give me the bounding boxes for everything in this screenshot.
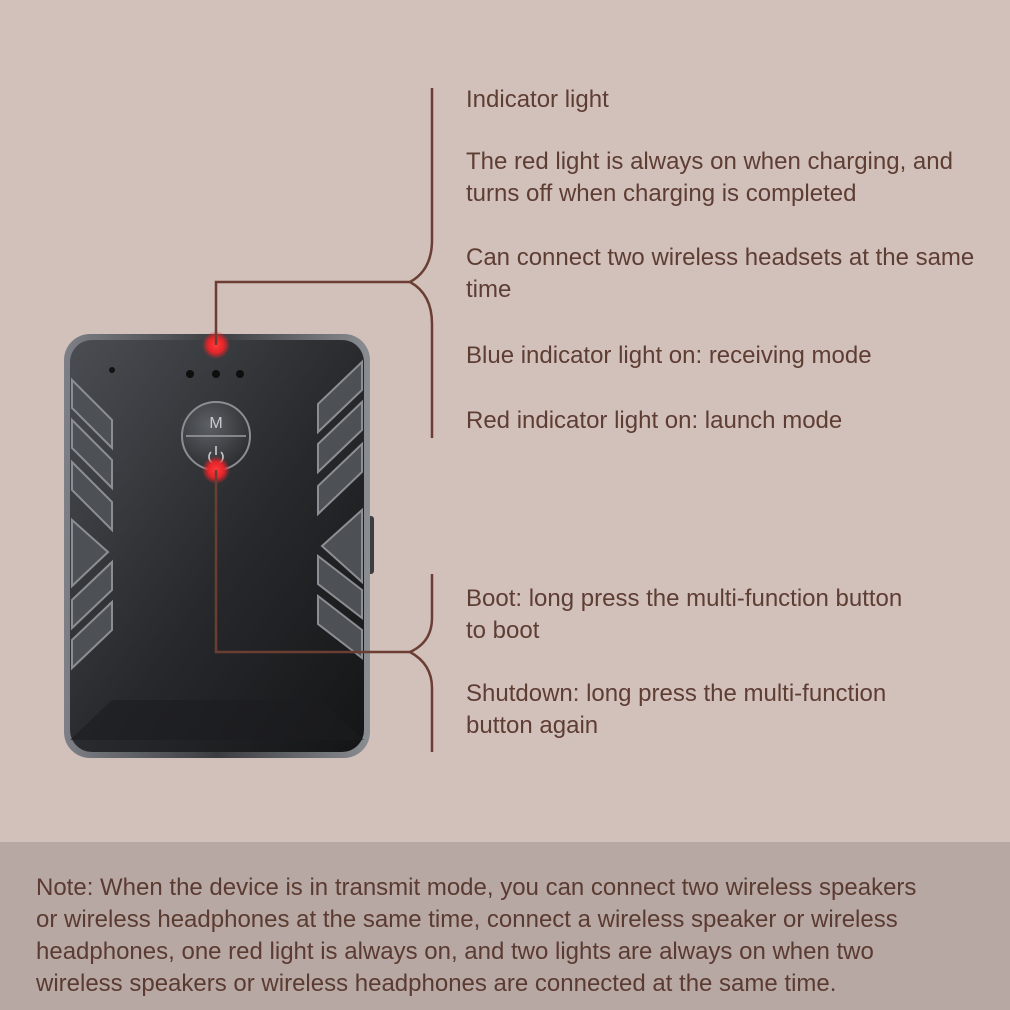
multi-function-button[interactable]: M	[181, 401, 251, 471]
callout-two-headsets: Can connect two wireless headsets at the…	[466, 244, 975, 303]
callout-charging-light: The red light is always on when charging…	[466, 148, 953, 207]
note-text: Note: When the device is in transmit mod…	[36, 872, 1010, 1000]
callout-blue-light: Blue indicator light on: receiving mode	[466, 342, 872, 369]
product-diagram: M Indicator light The red light is alway…	[64, 86, 975, 758]
callout-indicator-light: Indicator light	[466, 86, 609, 113]
callout-red-light: Red indicator light on: launch mode	[466, 407, 843, 434]
note-line: wireless speakers or wireless headphones…	[36, 970, 837, 997]
right-grille	[317, 359, 363, 661]
note-line: or wireless headphones at the same time,…	[36, 906, 898, 933]
mic-hole	[109, 367, 115, 373]
note-band: Note: When the device is in transmit mod…	[0, 842, 1010, 1010]
callout-shutdown: Shutdown: long press the multi-function …	[466, 680, 887, 739]
device-illustration: M	[64, 88, 434, 758]
note-line: headphones, one red light is always on, …	[36, 938, 874, 965]
callout-boot: Boot: long press the multi-function butt…	[466, 585, 903, 644]
note-line: Note: When the device is in transmit mod…	[36, 874, 917, 901]
button-mode-label: M	[209, 415, 222, 432]
indicator-lights	[186, 370, 244, 378]
bottom-bracket	[407, 574, 434, 752]
leader-lines	[214, 280, 410, 654]
left-grille	[71, 377, 113, 671]
top-bracket	[407, 88, 434, 438]
